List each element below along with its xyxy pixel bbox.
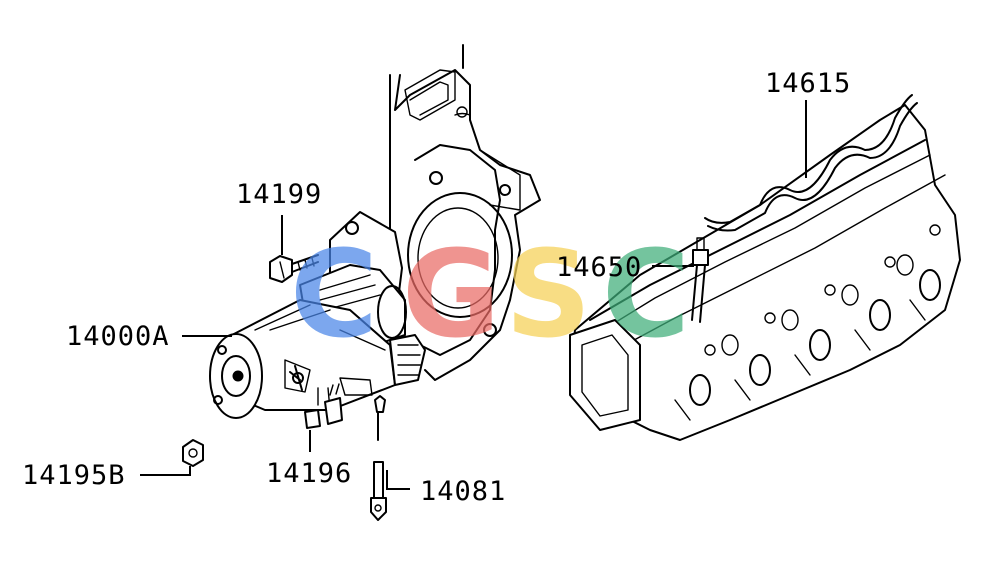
cylinder-ports (674, 224, 941, 421)
nut-14195b (182, 439, 204, 467)
label-14196: 14196 (266, 458, 352, 489)
starter-motor (209, 211, 426, 419)
watermark-c2: C (602, 226, 690, 365)
cylinder-head (569, 94, 961, 441)
engine-housing (389, 44, 541, 381)
part-labels: 14615 14199 14650 14000A 14195B 14196 14… (22, 68, 851, 507)
label-14615: 14615 (765, 68, 851, 99)
watermark-g: G (402, 226, 501, 365)
watermark-s: S (505, 226, 591, 365)
bolt-14199 (269, 254, 319, 283)
connector-14196 (304, 383, 343, 429)
watermark: C G S C (290, 226, 690, 365)
watermark-c1: C (290, 226, 378, 365)
label-14650: 14650 (556, 252, 642, 283)
label-14081: 14081 (420, 476, 506, 507)
label-14199: 14199 (236, 179, 322, 210)
cable-14081 (370, 395, 387, 521)
glow-plug-14650 (691, 237, 709, 323)
label-14000a: 14000A (66, 321, 170, 352)
leader-lines (140, 100, 807, 490)
label-14195b: 14195B (22, 460, 126, 491)
